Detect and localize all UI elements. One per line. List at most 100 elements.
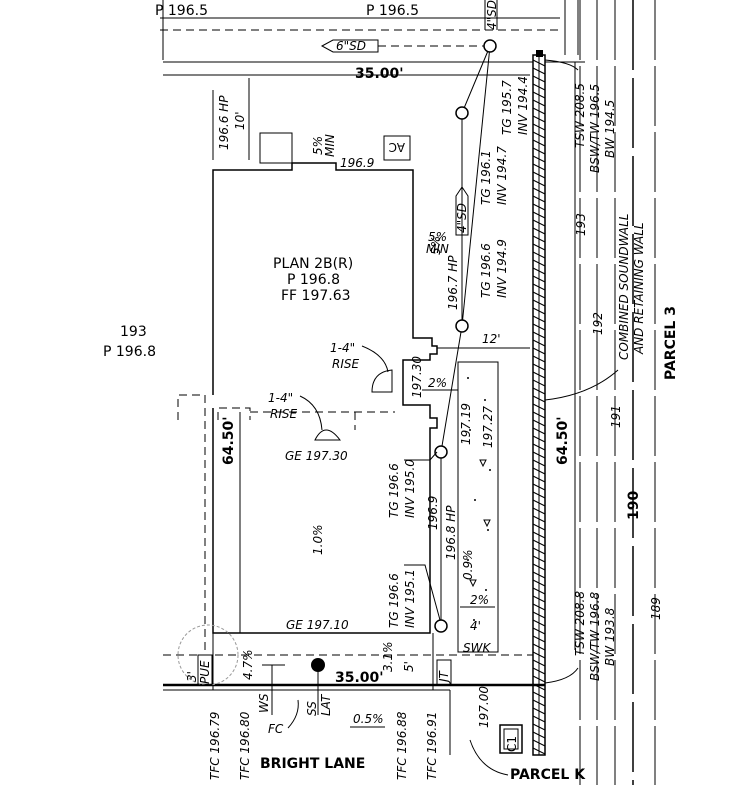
inv-194-7: INV 194.7 xyxy=(495,146,509,205)
soundwall-hatch xyxy=(532,59,546,755)
dimension-3: 3' xyxy=(185,671,199,682)
storm-drain-vertical-top: 4"SD xyxy=(485,0,499,30)
sewer-cleanout xyxy=(311,658,325,672)
min-top: MIN xyxy=(323,134,337,157)
callout-leader-2 xyxy=(404,564,441,621)
inlet-4 xyxy=(434,445,448,459)
house-outline xyxy=(212,162,438,634)
elevation-197-00: 197.00 xyxy=(477,686,491,728)
dimension-5: 5' xyxy=(402,661,416,672)
inv-194-9: INV 194.9 xyxy=(495,239,509,298)
inv-194-4: INV 194.4 xyxy=(516,76,530,135)
concrete-triangles xyxy=(469,459,491,588)
wall-corner-block xyxy=(536,50,543,57)
dimension-35-top: 35.00' xyxy=(355,66,404,82)
slope-4-7: 4.7% xyxy=(241,650,255,681)
slope-3-1: 3.1% xyxy=(381,642,395,673)
drain-inlets xyxy=(434,39,497,633)
contour-193-label: 193 xyxy=(574,213,588,236)
dimension-35-bottom: 35.00' xyxy=(335,670,384,686)
parcel-3-label: PARCEL 3 xyxy=(663,306,679,380)
slope-5-horizontal: 5% xyxy=(428,230,447,244)
wall-callout-leader-mid xyxy=(544,369,619,401)
pue-box xyxy=(197,654,213,686)
slope-5-right: 5% xyxy=(429,236,443,255)
tg-196-6-b: TG 196.6 xyxy=(387,463,401,518)
side-walk-strip xyxy=(457,361,499,653)
plan-pad: P 196.8 xyxy=(287,272,340,288)
tfc-196-79: TFC 196.79 xyxy=(208,712,222,780)
tfc-196-88: TFC 196.88 xyxy=(395,711,409,780)
contour-191-label: 191 xyxy=(609,405,623,428)
dimension-12: 12' xyxy=(482,332,501,346)
contours xyxy=(579,0,656,785)
high-point-196-7: 196.7 HP xyxy=(446,255,460,310)
tg-196-6-c: TG 196.6 xyxy=(387,573,401,628)
door-swing-1 xyxy=(371,369,393,393)
soundwall xyxy=(532,50,546,756)
ac-pad-box xyxy=(259,132,293,164)
inlet-5 xyxy=(434,619,448,633)
pue-label: PUE xyxy=(198,660,212,684)
parcel-k-label: PARCEL K xyxy=(510,767,586,783)
street-name: BRIGHT LANE xyxy=(260,756,365,772)
bsw-tw-196-8: BSW/TW 196.8 xyxy=(588,592,602,681)
inv-195-0: INV 195.0 xyxy=(403,459,417,518)
dimension-64-50-right: 64.50' xyxy=(555,416,571,465)
slope-1-0: 1.0% xyxy=(311,525,325,556)
garage-elevation: GE 197.30 xyxy=(285,449,348,463)
inlet-3 xyxy=(455,319,469,333)
slope-2-b: 2% xyxy=(470,593,489,607)
c1-inner-box xyxy=(503,728,519,750)
inlet-2 xyxy=(455,106,469,120)
dimension-64-50-left: 64.50' xyxy=(221,416,237,465)
drain-line-b xyxy=(461,45,491,327)
ss-label: SS xyxy=(305,701,319,716)
tfc-196-80: TFC 196.80 xyxy=(238,711,252,780)
lat-label: LAT xyxy=(319,693,333,716)
garage-dash-a xyxy=(217,407,251,420)
rise-1-value: 1-4" xyxy=(330,341,355,355)
rise-2-leader xyxy=(299,395,323,431)
plan-finished-floor: FF 197.63 xyxy=(281,288,351,304)
slope-2-a: 2% xyxy=(428,376,447,390)
bw-194-5: BW 194.5 xyxy=(603,100,617,158)
sidewalk-label: SWK xyxy=(463,641,491,655)
lot-number: 193 xyxy=(120,324,147,340)
tfc-196-91: TFC 196.91 xyxy=(425,712,439,780)
garage-left-dashed xyxy=(177,394,206,655)
combined-soundwall: COMBINED SOUNDWALL xyxy=(617,214,631,360)
slope-0-9: 0.9% xyxy=(461,550,475,581)
inv-195-1: INV 195.1 xyxy=(403,569,417,628)
wall-callout-leader-top xyxy=(544,59,579,71)
rise-2-label: RISE xyxy=(270,407,297,421)
elevation-196-9-b: 196.9 xyxy=(426,496,440,530)
contour-190-label: 190 xyxy=(626,491,642,520)
tg-196-6-a: TG 196.6 xyxy=(479,243,493,298)
c1-box xyxy=(499,724,523,754)
spot-elevation-196-9: 196.9 xyxy=(340,156,374,170)
tg-196-1: TG 196.1 xyxy=(479,150,493,205)
dimension-4: 4' xyxy=(470,619,481,633)
storm-drain-label: 6"SD xyxy=(336,39,366,53)
rise-2-value: 1-4" xyxy=(268,391,293,405)
contour-189-label: 189 xyxy=(649,597,663,620)
ac-marker-box xyxy=(383,135,411,161)
and-retaining-wall: AND RETAINING WALL xyxy=(632,222,646,355)
tg-195-7: TG 195.7 xyxy=(500,80,514,135)
ac-marker-label: AC xyxy=(389,140,405,154)
joint-trench-label: JT xyxy=(437,669,451,684)
inlet-1 xyxy=(483,39,497,53)
slope-5-top: 5% xyxy=(311,136,325,155)
elevation-197-27: 197.27 xyxy=(481,406,495,448)
elevation-197-19: 197.19 xyxy=(459,403,473,445)
dimension-10: 10' xyxy=(233,111,247,130)
parcel-k-leader xyxy=(469,739,509,776)
c1-label: C1 xyxy=(505,736,519,752)
fc-leader xyxy=(287,699,299,729)
pad-elevation-right: P 196.5 xyxy=(366,3,419,19)
garage-elevation-bottom: GE 197.10 xyxy=(286,618,349,632)
callout-leader-1 xyxy=(404,451,438,461)
bsw-tw-196-5: BSW/TW 196.5 xyxy=(588,84,602,173)
